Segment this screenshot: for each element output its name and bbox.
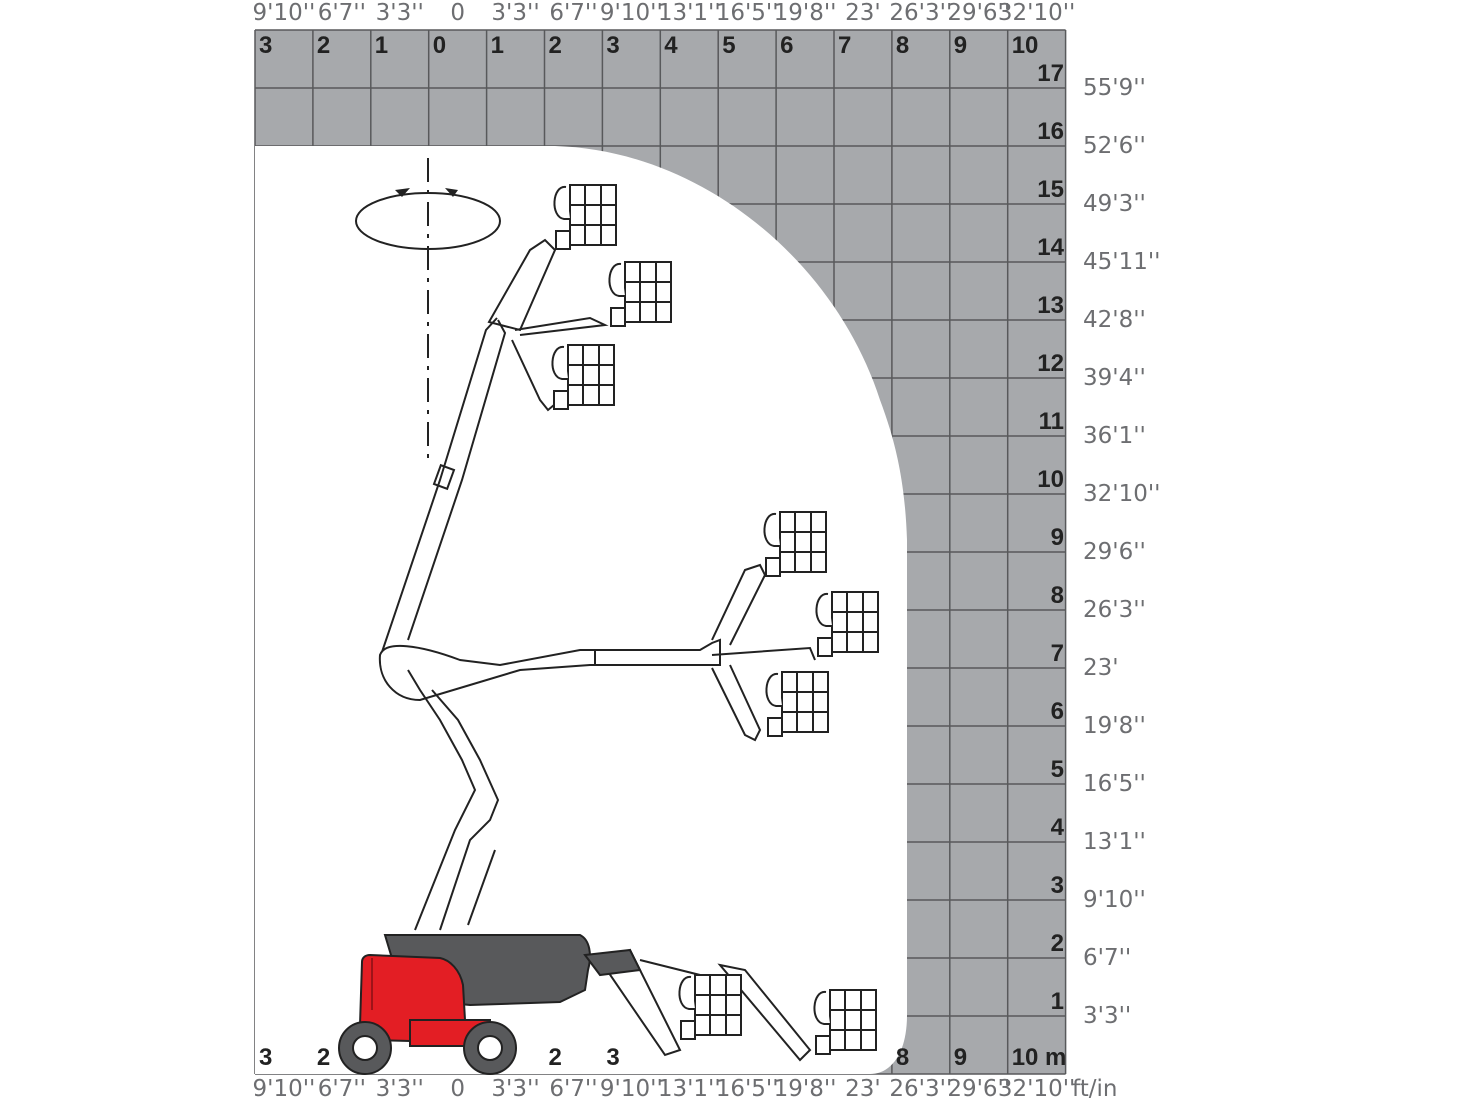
rotation-symbol	[355, 158, 501, 465]
bottom-feet-label: 16'5''	[715, 1076, 779, 1102]
bottom-feet-label: 0	[450, 1076, 465, 1102]
top-feet-label: 0	[450, 0, 465, 26]
platform-basket	[813, 989, 877, 1055]
height-feet-label: 9'10''	[1083, 887, 1146, 913]
height-feet-label: 29'6''	[1083, 539, 1146, 565]
platform-basket	[608, 261, 672, 327]
unit-label: ft/in	[1072, 1076, 1118, 1102]
height-feet-label: 45'11''	[1083, 249, 1161, 275]
height-meter-label: 5	[1050, 756, 1064, 783]
bottom-meter-label: 3	[606, 1044, 620, 1071]
bottom-feet-label: 3'3''	[491, 1076, 540, 1102]
height-meter-label: 10	[1037, 466, 1064, 493]
height-meter-label: 9	[1050, 524, 1064, 551]
top-feet-label: 23'	[845, 0, 881, 26]
height-feet-label: 13'1''	[1083, 829, 1146, 855]
bottom-meter-label: 2	[316, 1044, 331, 1071]
height-meter-label: 15	[1037, 176, 1064, 203]
height-meter-label: 14	[1037, 234, 1064, 261]
height-meter-label: 3	[1050, 872, 1064, 899]
top-meter-label: 5	[722, 32, 736, 59]
height-feet-label: 52'6''	[1083, 133, 1146, 159]
height-meter-label: 11	[1038, 408, 1064, 435]
top-feet-label: 19'8''	[773, 0, 837, 26]
bottom-feet-label: 9'10''	[599, 1076, 663, 1102]
bottom-feet-label: 6'7''	[317, 1076, 366, 1102]
boom-linework	[378, 238, 816, 1062]
bottom-feet-label: 19'8''	[773, 1076, 837, 1102]
bottom-feet-label: 9'10''	[252, 1076, 316, 1102]
height-meter-label: 1	[1050, 988, 1064, 1015]
bottom-feet-label: 26'3''	[889, 1076, 953, 1102]
bottom-meter-label: 8	[895, 1044, 910, 1071]
height-meter-label: 12	[1037, 350, 1064, 377]
machine-chassis	[338, 934, 642, 1075]
bottom-meter-label: 10 m	[1011, 1044, 1067, 1071]
height-meter-label: 8	[1050, 582, 1064, 609]
platform-basket	[765, 671, 829, 737]
height-meter-label: 16	[1037, 118, 1064, 145]
top-meter-label: 6	[780, 32, 794, 59]
top-feet-label: 6'7''	[317, 0, 366, 26]
top-meter-label: 8	[895, 32, 910, 59]
top-feet-label: 6'7''	[549, 0, 598, 26]
top-meter-label: 10	[1011, 32, 1039, 59]
height-feet-label: 26'3''	[1083, 597, 1146, 623]
working-envelope	[255, 146, 907, 1074]
top-feet-label: 13'1''	[657, 0, 721, 26]
bottom-feet-label: 29'6''	[947, 1076, 1011, 1102]
height-meter-label: 17	[1037, 60, 1064, 87]
top-meter-label: 2	[548, 32, 562, 59]
height-meter-label: 2	[1050, 930, 1064, 957]
platform-basket	[678, 974, 742, 1040]
height-feet-label: 55'9''	[1083, 75, 1146, 101]
top-feet-label: 3'3''	[491, 0, 540, 26]
height-feet-label: 6'7''	[1083, 945, 1132, 971]
top-feet-label: 26'3''	[889, 0, 953, 26]
top-feet-label: 9'10''	[599, 0, 663, 26]
height-feet-label: 49'3''	[1083, 191, 1146, 217]
bottom-meter-label: 2	[548, 1044, 562, 1071]
platform-basket	[815, 591, 879, 657]
bottom-feet-label: 32'10''	[997, 1076, 1076, 1102]
height-feet-label: 3'3''	[1083, 1003, 1132, 1029]
height-meter-label: 4	[1050, 814, 1064, 841]
height-feet-label: 36'1''	[1083, 423, 1146, 449]
platform-baskets	[551, 184, 879, 1055]
platform-basket	[553, 184, 617, 250]
bottom-feet-label: 13'1''	[657, 1076, 721, 1102]
bottom-feet-label: 23'	[845, 1076, 881, 1102]
top-meter-label: 3	[259, 32, 273, 59]
top-feet-label: 16'5''	[715, 0, 779, 26]
height-meter-label: 13	[1037, 292, 1064, 319]
top-feet-label: 9'10''	[252, 0, 316, 26]
top-meter-label: 4	[664, 32, 678, 59]
height-feet-label: 39'4''	[1083, 365, 1146, 391]
bottom-meter-label: 3	[259, 1044, 273, 1071]
top-feet-label: 32'10''	[997, 0, 1076, 26]
top-meter-label: 1	[374, 32, 389, 59]
height-meter-label: 7	[1050, 640, 1064, 667]
top-meter-label: 0	[432, 32, 447, 59]
height-meter-label: 6	[1050, 698, 1064, 725]
height-feet-label: 42'8''	[1083, 307, 1146, 333]
top-meter-label: 2	[316, 32, 331, 59]
top-meter-label: 9	[953, 32, 968, 59]
top-feet-label: 29'6''	[947, 0, 1011, 26]
bottom-meter-label: 9	[953, 1044, 968, 1071]
height-feet-label: 19'8''	[1083, 713, 1146, 739]
top-meter-label: 7	[838, 32, 852, 59]
top-feet-label: 3'3''	[375, 0, 424, 26]
height-feet-label: 32'10''	[1083, 481, 1161, 507]
height-feet-label: 16'5''	[1083, 771, 1146, 797]
bottom-feet-label: 3'3''	[375, 1076, 424, 1102]
platform-basket	[763, 511, 827, 577]
top-meter-label: 3	[606, 32, 620, 59]
top-meter-label: 1	[490, 32, 504, 59]
height-feet-label: 23'	[1083, 655, 1119, 681]
bottom-feet-label: 6'7''	[549, 1076, 598, 1102]
platform-basket	[551, 344, 615, 410]
